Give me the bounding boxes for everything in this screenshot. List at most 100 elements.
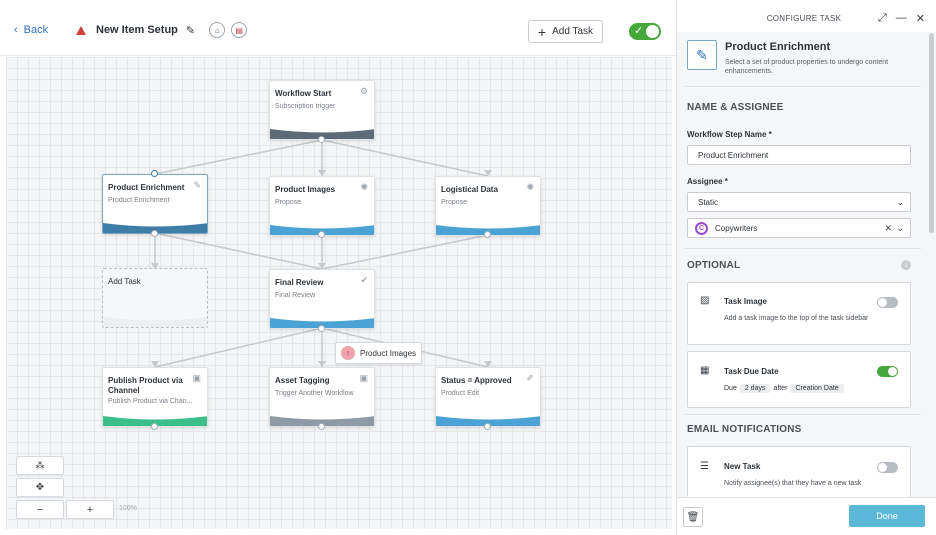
pencil-icon: ✎ [193,180,201,190]
back-label: Back [23,24,49,36]
node-status-approved[interactable]: Status = Approved Product Edit ✐ [435,367,541,427]
node-logistical-data[interactable]: Logistical Data Propose ✺ [435,176,541,236]
due-date-title: Task Due Date [724,367,779,376]
close-icon[interactable]: ✕ [915,13,925,25]
node-title: Final Review [275,278,324,287]
top-bar: ‹ Back New Item Setup ✎ ⌂ ▤ + Add Task ✓ [0,0,676,56]
trash-icon: 🗑 [686,511,700,523]
node-add-task-placeholder[interactable]: Add Task [102,268,208,328]
configure-task-panel: CONFIGURE TASK ⤢ — ✕ ✎ Product Enrichmen… [676,0,936,535]
toggle-knob [878,463,887,472]
task-name: Product Enrichment [725,41,831,53]
node-subtitle: Product Edit [441,390,480,397]
node-publish-product[interactable]: Publish Product via Channel Publish Prod… [102,367,208,427]
connector-dot[interactable] [151,170,158,177]
list-icon: ☰ [700,461,709,472]
step-name-field[interactable]: Product Enrichment [687,145,911,165]
assignee-label: Assignee * [687,177,728,186]
task-due-date-card: ▦ Task Due Date Due 2 days after Creatio… [687,351,911,408]
connector-dot[interactable] [484,423,491,430]
section-optional: OPTIONAL [687,260,741,271]
workflow-icon: ▣ [359,373,368,383]
title-area: New Item Setup ✎ ⌂ ▤ [76,22,248,38]
double-check-icon: ✔ [360,275,368,285]
add-task-label: Add Task [552,26,594,37]
task-image-toggle[interactable] [877,297,898,308]
bulb-icon: ✺ [526,182,534,192]
gear-icon: ⚙ [359,86,368,96]
calendar-icon: ▦ [700,365,710,376]
zoom-level: 100% [119,505,137,512]
new-task-card: ☰ New Task Notify assignee(s) that they … [687,446,911,497]
info-icon[interactable]: i [901,260,911,270]
node-final-review[interactable]: Final Review Final Review ✔ [269,269,375,329]
new-task-toggle[interactable] [877,462,898,473]
page-title: New Item Setup [96,24,178,36]
divider [685,248,921,249]
node-color-band [270,416,374,426]
node-color-band [103,317,207,327]
flag-us-icon[interactable]: ▤ [231,22,248,38]
image-icon: ▨ [700,295,710,306]
task-image-title: Task Image [724,297,767,306]
edit-title-icon[interactable]: ✎ [185,24,196,37]
chip-label: Product Images [360,348,417,358]
task-image-card: ▨ Task Image Add a task image to the top… [687,282,911,345]
tag-icon[interactable]: ⌂ [209,22,226,38]
node-color-band [436,416,540,426]
due-relation: after [773,385,788,392]
node-color-band [270,318,374,328]
expand-icon[interactable]: ⤢ [877,12,887,24]
center-view-button[interactable]: ✥ [16,478,64,497]
node-title: Status = Approved [441,376,512,385]
connector-dot[interactable] [484,231,491,238]
node-product-images[interactable]: Product Images Propose ✺ [269,176,375,236]
assignee-group-select[interactable]: C Copywriters ✕ ⌄ [687,218,911,238]
done-button[interactable]: Done [849,505,925,527]
chevron-left-icon: ‹ [14,24,18,36]
connector-dot[interactable] [318,325,325,332]
panel-scrollbar[interactable] [929,33,934,233]
node-asset-tagging[interactable]: Asset Tagging Trigger Another Workflow ▣ [269,367,375,427]
step-name-value: Product Enrichment [698,150,769,160]
canvas-frame-left [0,56,6,535]
connector-dot[interactable] [318,136,325,143]
node-product-enrichment[interactable]: Product Enrichment Product Enrichment ✎ [102,174,208,234]
back-button[interactable]: ‹ Back [14,24,48,36]
delete-task-button[interactable]: 🗑 [683,507,703,527]
warning-icon [76,25,86,35]
dragging-task-chip[interactable]: ↑ Product Images [335,342,422,364]
zoom-out-button[interactable]: − [16,500,64,519]
section-email-notifications: EMAIL NOTIFICATIONS [687,424,802,435]
assignee-type-select[interactable]: Static ⌄ [687,192,911,212]
connector-dot[interactable] [318,231,325,238]
node-title: Workflow Start [275,89,332,98]
node-color-band [103,416,207,426]
step-name-label: Workflow Step Name * [687,130,772,139]
zoom-in-button[interactable]: + [66,500,114,519]
workflow-active-toggle[interactable]: ✓ [629,23,661,40]
due-amount-select[interactable]: 2 days [739,384,771,393]
connector-dot[interactable] [151,423,158,430]
node-color-band [270,129,374,139]
task-description: Select a set of product properties to un… [725,59,889,75]
auto-layout-button[interactable]: ⁂ [16,456,64,475]
toggle-knob [888,367,897,376]
add-task-button[interactable]: + Add Task [528,20,603,43]
panel-footer: 🗑 Done [677,497,936,535]
node-subtitle: Trigger Another Workflow [275,390,354,397]
connector-dot[interactable] [318,423,325,430]
panel-controls: ⤢ — ✕ [878,12,925,25]
toggle-knob [646,25,659,38]
minus-icon: − [36,503,44,516]
node-workflow-start[interactable]: Workflow Start Subscription trigger ⚙ [269,80,375,140]
due-anchor-select[interactable]: Creation Date [790,384,844,393]
publish-icon: ▣ [192,373,201,383]
toggle-knob [878,298,887,307]
check-icon: ✓ [634,25,644,37]
connector-dot[interactable] [151,230,158,237]
minimize-icon[interactable]: — [895,12,907,24]
clear-icon[interactable]: ✕ [884,222,892,233]
due-date-toggle[interactable] [877,366,898,377]
edit-icon: ✐ [526,373,534,383]
